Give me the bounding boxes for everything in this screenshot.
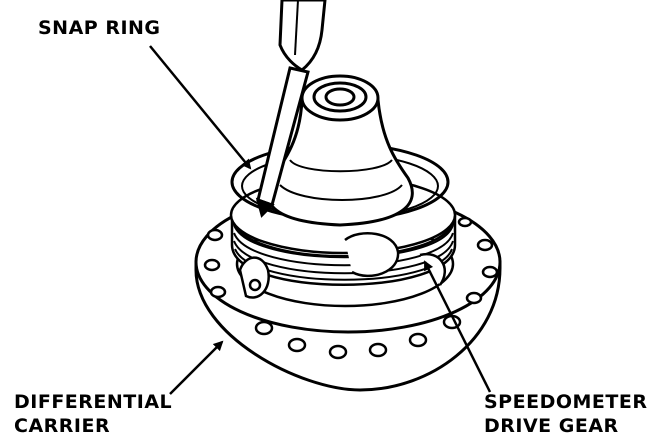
snap-ring-label: SNAP RING (38, 16, 161, 40)
speedometer-drive-gear-leader (423, 260, 492, 393)
screwdriver (255, 0, 327, 218)
differential-carrier-label-line-2: CARRIER (14, 415, 111, 437)
carrier-cone-hub (266, 74, 414, 227)
snap-ring-leader (149, 45, 252, 170)
speedometer-drive-gear-label-line-2: DRIVE GEAR (484, 415, 619, 437)
leader-lines (149, 45, 492, 395)
differential-carrier-leader (169, 340, 224, 395)
snap-ring-label-text: SNAP RING (38, 17, 161, 39)
speedometer-drive-gear-label-line-1: SPEEDOMETER (484, 391, 648, 413)
differential-carrier-label: DIFFERENTIAL CARRIER (14, 390, 172, 438)
flange-bolt-holes (203, 216, 499, 360)
differential-carrier-label-line-1: DIFFERENTIAL (14, 391, 173, 413)
speedometer-drive-gear-label: SPEEDOMETER DRIVE GEAR (484, 390, 647, 438)
